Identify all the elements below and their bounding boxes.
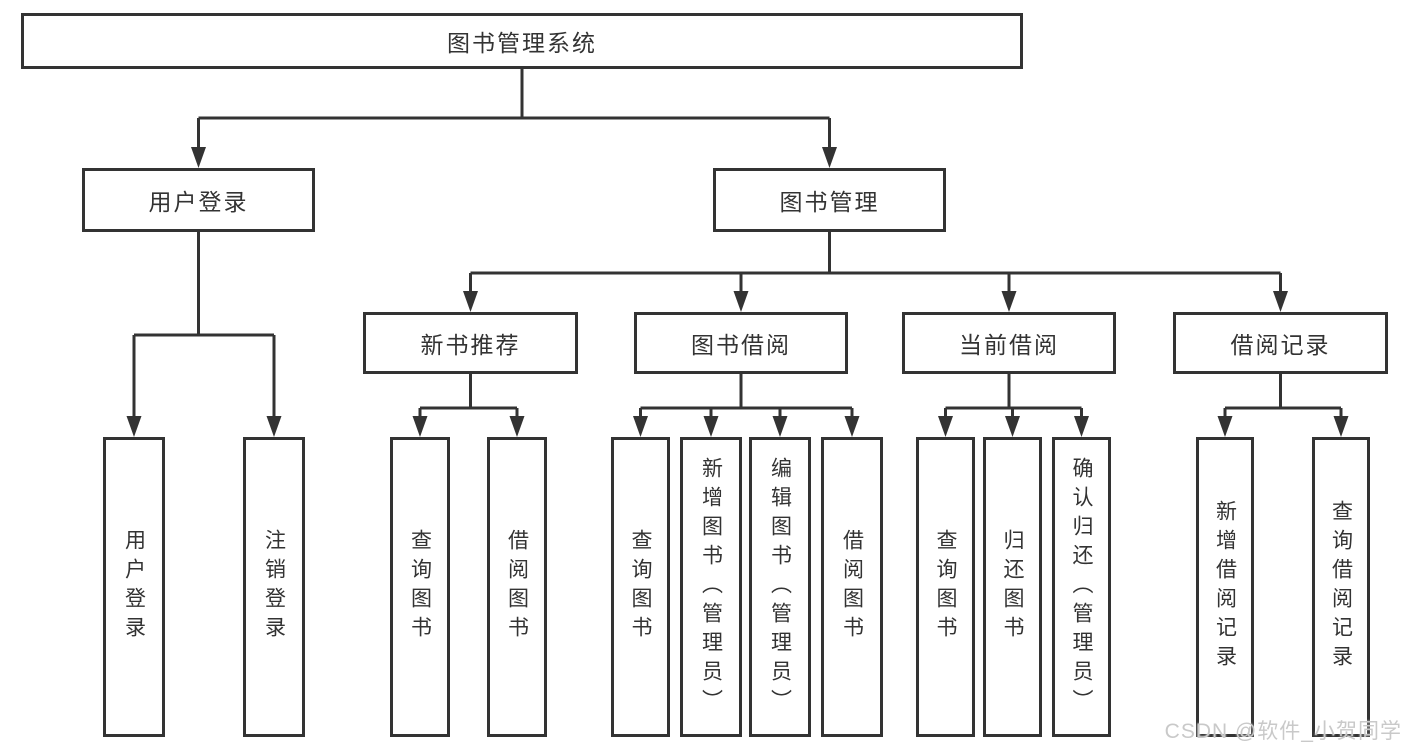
leaf-add-borrow-record: 新增借阅记录 — [1196, 437, 1254, 737]
leaf-edit-books-admin-label: 编辑图书（管理员） — [768, 456, 792, 718]
node-new-book-recommend-label: 新书推荐 — [420, 332, 521, 358]
leaf-query-books-current: 查询图书 — [916, 437, 975, 737]
node-current-borrow-label: 当前借阅 — [959, 332, 1059, 358]
leaf-add-books-admin-label: 新增图书（管理员） — [699, 456, 723, 718]
leaf-query-books-recommend: 查询图书 — [390, 437, 450, 737]
leaf-add-borrow-record-label: 新增借阅记录 — [1213, 500, 1237, 674]
leaf-query-books-recommend-label: 查询图书 — [408, 529, 432, 645]
node-current-borrow: 当前借阅 — [902, 312, 1116, 374]
leaf-query-books-borrow-label: 查询图书 — [629, 529, 652, 645]
leaf-user-login: 用户登录 — [103, 437, 165, 737]
leaf-borrow-books: 借阅图书 — [821, 437, 883, 737]
leaf-query-borrow-record: 查询借阅记录 — [1312, 437, 1370, 737]
leaf-logout-label: 注销登录 — [262, 529, 286, 645]
leaf-query-books-current-label: 查询图书 — [934, 529, 957, 645]
node-root-label: 图书管理系统 — [447, 30, 597, 56]
node-book-management-label: 图书管理 — [779, 189, 880, 215]
leaf-borrow-books-recommend-label: 借阅图书 — [505, 529, 529, 645]
leaf-logout: 注销登录 — [243, 437, 305, 737]
node-borrow-records-label: 借阅记录 — [1230, 332, 1331, 358]
leaf-add-books-admin: 新增图书（管理员） — [680, 437, 742, 737]
node-book-borrow: 图书借阅 — [634, 312, 848, 374]
leaf-confirm-return-admin-label: 确认归还（管理员） — [1070, 456, 1093, 718]
leaf-borrow-books-recommend: 借阅图书 — [487, 437, 547, 737]
node-user-login-label: 用户登录 — [148, 189, 249, 215]
leaf-borrow-books-label: 借阅图书 — [840, 529, 864, 645]
leaf-return-books-label: 归还图书 — [1001, 529, 1024, 645]
leaf-edit-books-admin: 编辑图书（管理员） — [749, 437, 811, 737]
node-book-borrow-label: 图书借阅 — [691, 332, 791, 358]
node-root: 图书管理系统 — [21, 13, 1023, 69]
node-user-login: 用户登录 — [82, 168, 315, 232]
leaf-return-books: 归还图书 — [983, 437, 1042, 737]
leaf-confirm-return-admin: 确认归还（管理员） — [1052, 437, 1111, 737]
csdn-watermark: CSDN @软件_小贺同学 — [1164, 720, 1402, 743]
node-new-book-recommend: 新书推荐 — [363, 312, 578, 374]
arrowheads — [126, 147, 1349, 437]
leaf-query-borrow-record-label: 查询借阅记录 — [1329, 500, 1353, 674]
leaf-user-login-label: 用户登录 — [122, 529, 146, 645]
leaf-query-books-borrow: 查询图书 — [611, 437, 670, 737]
node-borrow-records: 借阅记录 — [1173, 312, 1388, 374]
node-book-management: 图书管理 — [713, 168, 946, 232]
